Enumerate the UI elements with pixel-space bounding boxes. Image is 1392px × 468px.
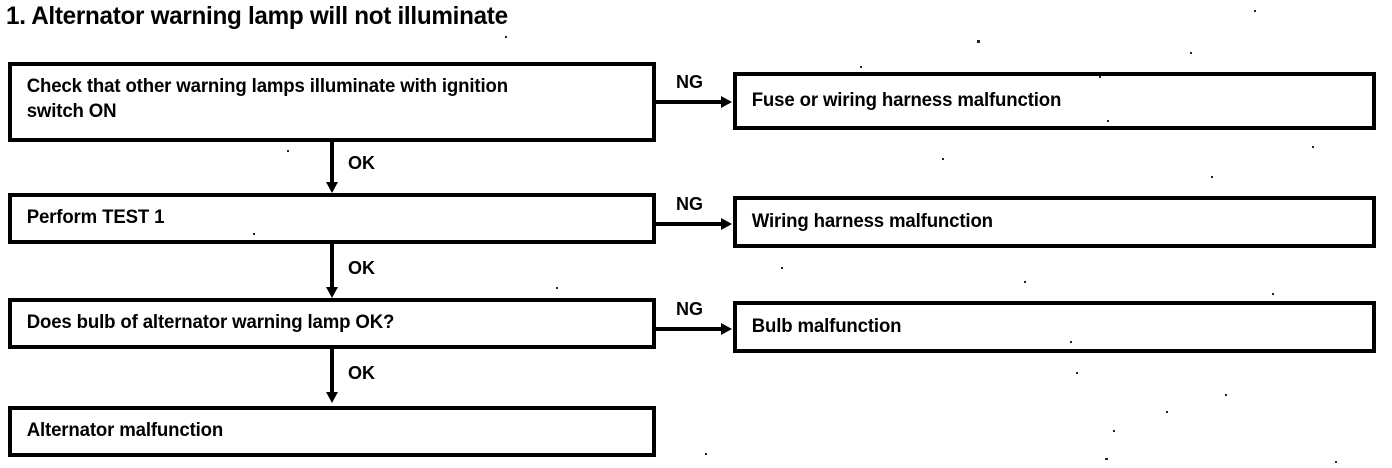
edge-label-ok-3: OK bbox=[348, 363, 375, 383]
scan-speck bbox=[1254, 10, 1256, 12]
flow-arrowhead-ok-3 bbox=[326, 392, 338, 403]
scan-speck bbox=[505, 36, 507, 38]
flow-node-step-1-label: Check that other warning lamps illuminat… bbox=[26, 76, 508, 122]
scan-speck bbox=[1024, 281, 1026, 283]
flow-node-final-label: Alternator malfunction bbox=[26, 420, 224, 442]
flow-node-step-3-label: Does bulb of alternator warning lamp OK? bbox=[26, 312, 395, 334]
flow-line-ok-3 bbox=[330, 349, 334, 394]
flow-node-outcome-1-label: Fuse or wiring harness malfunction bbox=[751, 89, 1062, 111]
edge-label-ok-2: OK bbox=[348, 258, 375, 278]
scan-speck bbox=[1070, 341, 1072, 343]
branch-arrowhead-ng-1 bbox=[721, 96, 732, 108]
scan-speck bbox=[977, 40, 980, 43]
flow-node-outcome-2[interactable]: Wiring harness malfunction bbox=[733, 196, 1376, 248]
scan-speck bbox=[556, 287, 558, 289]
edge-label-ng-1: NG bbox=[676, 72, 703, 92]
scan-speck bbox=[1166, 411, 1168, 413]
scan-speck bbox=[1225, 394, 1227, 396]
scan-speck bbox=[1335, 461, 1337, 463]
flow-node-step-3[interactable]: Does bulb of alternator warning lamp OK? bbox=[8, 298, 656, 349]
scan-speck bbox=[781, 267, 783, 269]
scan-speck bbox=[1272, 293, 1274, 295]
flow-node-outcome-3[interactable]: Bulb malfunction bbox=[733, 301, 1376, 353]
edge-label-ng-2: NG bbox=[676, 194, 703, 214]
branch-line-ng-3 bbox=[656, 327, 722, 331]
branch-arrowhead-ng-3 bbox=[721, 323, 732, 335]
flow-line-ok-1 bbox=[330, 142, 334, 185]
edge-label-ok-1: OK bbox=[348, 153, 375, 173]
flow-node-final[interactable]: Alternator malfunction bbox=[8, 406, 656, 457]
scan-speck bbox=[1190, 52, 1192, 54]
scan-speck bbox=[1099, 76, 1101, 78]
scan-speck bbox=[1113, 430, 1115, 432]
branch-arrowhead-ng-2 bbox=[721, 218, 732, 230]
flow-node-outcome-3-label: Bulb malfunction bbox=[751, 315, 902, 337]
flow-node-step-2-label: Perform TEST 1 bbox=[26, 207, 165, 229]
page-title: 1. Alternator warning lamp will not illu… bbox=[6, 2, 508, 30]
scan-speck bbox=[287, 150, 289, 152]
scan-speck bbox=[860, 66, 862, 68]
edge-label-ng-3: NG bbox=[676, 299, 703, 319]
branch-line-ng-2 bbox=[656, 222, 722, 226]
flow-arrowhead-ok-1 bbox=[326, 182, 338, 193]
scan-speck bbox=[1107, 120, 1109, 122]
scan-speck bbox=[1312, 146, 1314, 148]
branch-line-ng-1 bbox=[656, 100, 722, 104]
scan-speck bbox=[1076, 372, 1078, 374]
scan-speck bbox=[705, 453, 707, 455]
flow-arrowhead-ok-2 bbox=[326, 287, 338, 298]
scan-speck bbox=[1105, 458, 1108, 460]
scan-speck bbox=[1211, 176, 1213, 178]
scan-speck bbox=[253, 233, 255, 235]
flow-node-outcome-1[interactable]: Fuse or wiring harness malfunction bbox=[733, 72, 1376, 130]
flow-node-step-2[interactable]: Perform TEST 1 bbox=[8, 193, 656, 244]
scan-speck bbox=[942, 158, 944, 160]
flow-line-ok-2 bbox=[330, 244, 334, 289]
flow-node-outcome-2-label: Wiring harness malfunction bbox=[751, 210, 993, 232]
flow-node-step-1[interactable]: Check that other warning lamps illuminat… bbox=[8, 62, 656, 142]
